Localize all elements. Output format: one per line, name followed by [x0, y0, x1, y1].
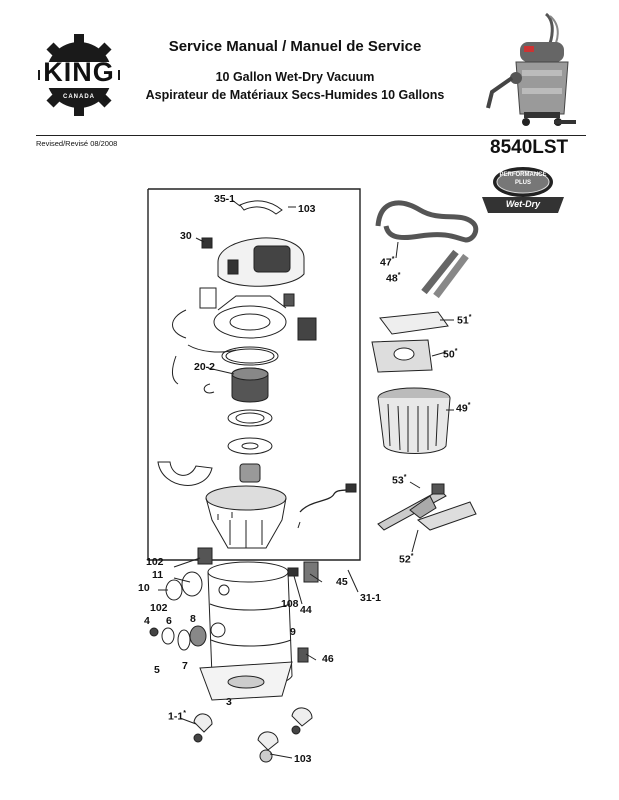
part-label: 50* — [443, 348, 458, 361]
header-divider — [36, 135, 586, 136]
part-label: 1-1* — [168, 710, 186, 723]
part-label: 4 — [144, 615, 150, 627]
registered-mark: ® — [103, 95, 109, 104]
part-label: 52* — [399, 553, 414, 566]
page-title: Service Manual / Manuel de Service — [168, 38, 422, 55]
part-label: 7 — [182, 660, 188, 672]
part-label: 35-1 — [214, 193, 236, 205]
part-label: 44 — [300, 604, 312, 616]
king-logo — [36, 32, 122, 118]
subtitle-fr: Aspirateur de Matériaux Secs-Humides 10 … — [145, 88, 445, 102]
part-label: 108 — [281, 598, 299, 610]
part-label: 102 — [146, 556, 164, 568]
model-number: 8540LST — [490, 137, 569, 158]
part-label: 47* — [380, 256, 395, 269]
part-label: 5 — [154, 664, 160, 676]
part-label: 49* — [456, 402, 471, 415]
part-label: 103 — [294, 753, 312, 765]
part-label: 31-1 — [360, 592, 382, 604]
part-label: 8 — [190, 613, 196, 625]
brand-name: KING — [43, 57, 115, 87]
revision-date: Revised/Revisé 08/2008 — [36, 139, 118, 148]
part-label: 48* — [386, 272, 401, 285]
performance-badge — [478, 165, 568, 215]
badge-top-text: PERFORMANCE PLUS — [499, 172, 547, 186]
part-label: 20-2 — [194, 361, 216, 373]
part-label: 10 — [138, 582, 150, 594]
part-label: 3 — [226, 696, 232, 708]
part-label: 6 — [166, 615, 172, 627]
part-label: 30 — [180, 230, 192, 242]
part-label: 53* — [392, 474, 407, 487]
part-label: 45 — [336, 576, 348, 588]
part-label: 103 — [298, 203, 316, 215]
badge-bottom-text: Wet-Dry — [505, 199, 541, 209]
subtitle-en: 10 Gallon Wet-Dry Vacuum — [215, 70, 375, 84]
part-label: 9 — [290, 626, 296, 638]
part-label: 51* — [457, 314, 472, 327]
part-label: 46 — [322, 653, 334, 665]
part-label: 102 — [150, 602, 168, 614]
part-label: 11 — [152, 569, 164, 581]
product-image — [486, 12, 586, 130]
brand-sub: CANADA — [63, 94, 95, 100]
